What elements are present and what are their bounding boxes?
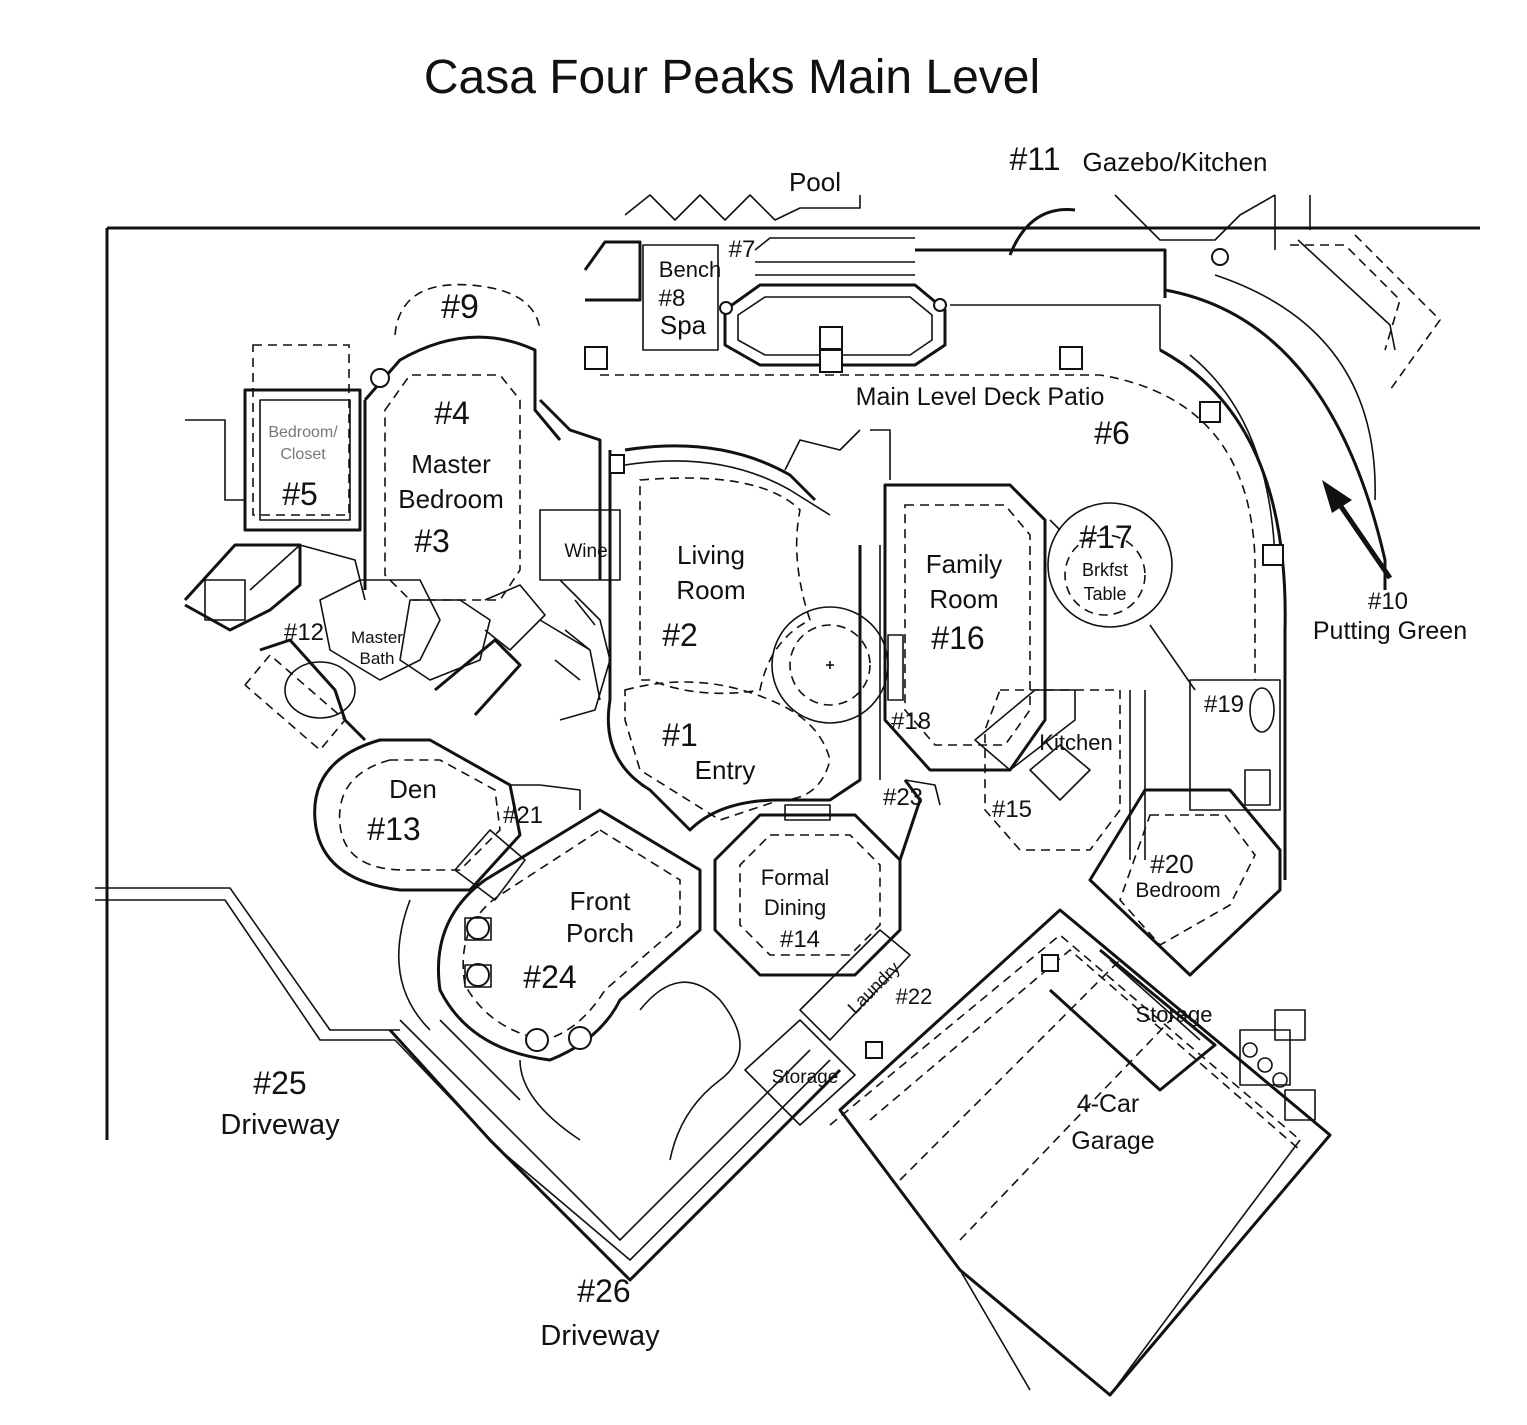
label-formal-line1: Formal — [761, 865, 829, 890]
label-putting-green: Putting Green — [1313, 617, 1467, 645]
label-table: Table — [1083, 584, 1126, 604]
label-n15: #15 — [992, 796, 1032, 823]
label-front-line2: Porch — [566, 918, 634, 948]
label-bedroom: Bedroom — [1135, 879, 1220, 902]
label-n9: #9 — [441, 288, 479, 326]
label-gazebo-name: Gazebo/Kitchen — [1082, 147, 1267, 177]
label-n4: #4 — [434, 395, 470, 431]
label-n19: #19 — [1204, 691, 1244, 718]
label-bench: Bench — [659, 257, 721, 282]
front-porch — [397, 808, 741, 1161]
driveway — [388, 1019, 842, 1282]
label-master-bath-line2: Bath — [360, 649, 395, 668]
label-driveway-left: Driveway — [220, 1109, 340, 1141]
label-n16: #16 — [931, 620, 984, 656]
label-master-bedroom-line1: Master — [411, 449, 491, 479]
label-storage-right: Storage — [1135, 1002, 1212, 1027]
label-n18: #18 — [891, 708, 931, 735]
label-bedroom-closet-line2: Closet — [280, 446, 326, 463]
label-entry: Entry — [695, 755, 756, 785]
label-living-line2: Room — [676, 575, 745, 605]
label-n20: #20 — [1150, 849, 1193, 879]
master-suite — [183, 283, 562, 752]
pool-area — [583, 194, 1167, 373]
label-bedroom-closet-line1: Bedroom/ — [268, 424, 338, 441]
label-formal-line2: Dining — [764, 895, 826, 920]
label-living-line1: Living — [677, 540, 745, 570]
label-driveway-bottom: Driveway — [540, 1320, 660, 1352]
label-master-bedroom-line2: Bedroom — [398, 484, 504, 514]
label-n8: #8 — [659, 285, 686, 312]
deck-patio — [600, 348, 1287, 880]
label-n21: #21 — [503, 802, 543, 829]
label-garage-line2: Garage — [1071, 1127, 1154, 1155]
label-wine: Wine — [564, 541, 607, 562]
label-storage-left: Storage — [772, 1067, 839, 1088]
labels: Casa Four Peaks Main Level Pool #11 Gaze… — [220, 51, 1467, 1352]
label-n25: #25 — [253, 1065, 306, 1101]
label-n2: #2 — [662, 617, 698, 653]
label-garage-line1: 4-Car — [1077, 1090, 1140, 1118]
label-pool: Pool — [789, 167, 841, 197]
label-master-bath-line1: Master — [351, 628, 403, 647]
label-kitchen: Kitchen — [1039, 730, 1112, 755]
label-front-line1: Front — [570, 886, 631, 916]
putting-green-arrow — [1322, 480, 1393, 580]
label-n13: #13 — [367, 811, 420, 847]
entry — [606, 606, 889, 832]
label-n10: #10 — [1368, 588, 1408, 615]
label-n24: #24 — [523, 959, 576, 995]
gazebo-area — [1008, 194, 1442, 590]
label-n3: #3 — [414, 523, 450, 559]
label-spa: Spa — [660, 310, 707, 340]
stair-hall — [434, 398, 621, 721]
formal-dining — [713, 779, 941, 977]
label-n7: #7 — [729, 236, 756, 263]
label-n17: #17 — [1079, 519, 1132, 555]
label-n22: #22 — [896, 984, 933, 1009]
label-brkfst: Brkfst — [1082, 560, 1128, 580]
den — [313, 738, 581, 901]
label-family-line2: Room — [929, 584, 998, 614]
bedroom-20 — [1088, 679, 1282, 977]
label-n23: #23 — [883, 784, 923, 811]
label-n12: #12 — [284, 619, 324, 646]
site-boundary — [95, 226, 1480, 1140]
label-den: Den — [389, 774, 437, 804]
garage-wing — [744, 908, 1332, 1397]
label-family-line1: Family — [926, 549, 1003, 579]
label-n6: #6 — [1094, 415, 1130, 451]
label-gazebo-number: #11 — [1009, 141, 1060, 177]
label-n5: #5 — [282, 476, 318, 512]
plan-title: Casa Four Peaks Main Level — [424, 51, 1040, 104]
living-room — [608, 444, 831, 700]
label-n1: #1 — [662, 717, 698, 753]
kitchen — [974, 689, 1146, 860]
label-n14: #14 — [780, 926, 820, 953]
label-deck-patio: Main Level Deck Patio — [856, 383, 1105, 411]
label-n26: #26 — [577, 1273, 630, 1309]
